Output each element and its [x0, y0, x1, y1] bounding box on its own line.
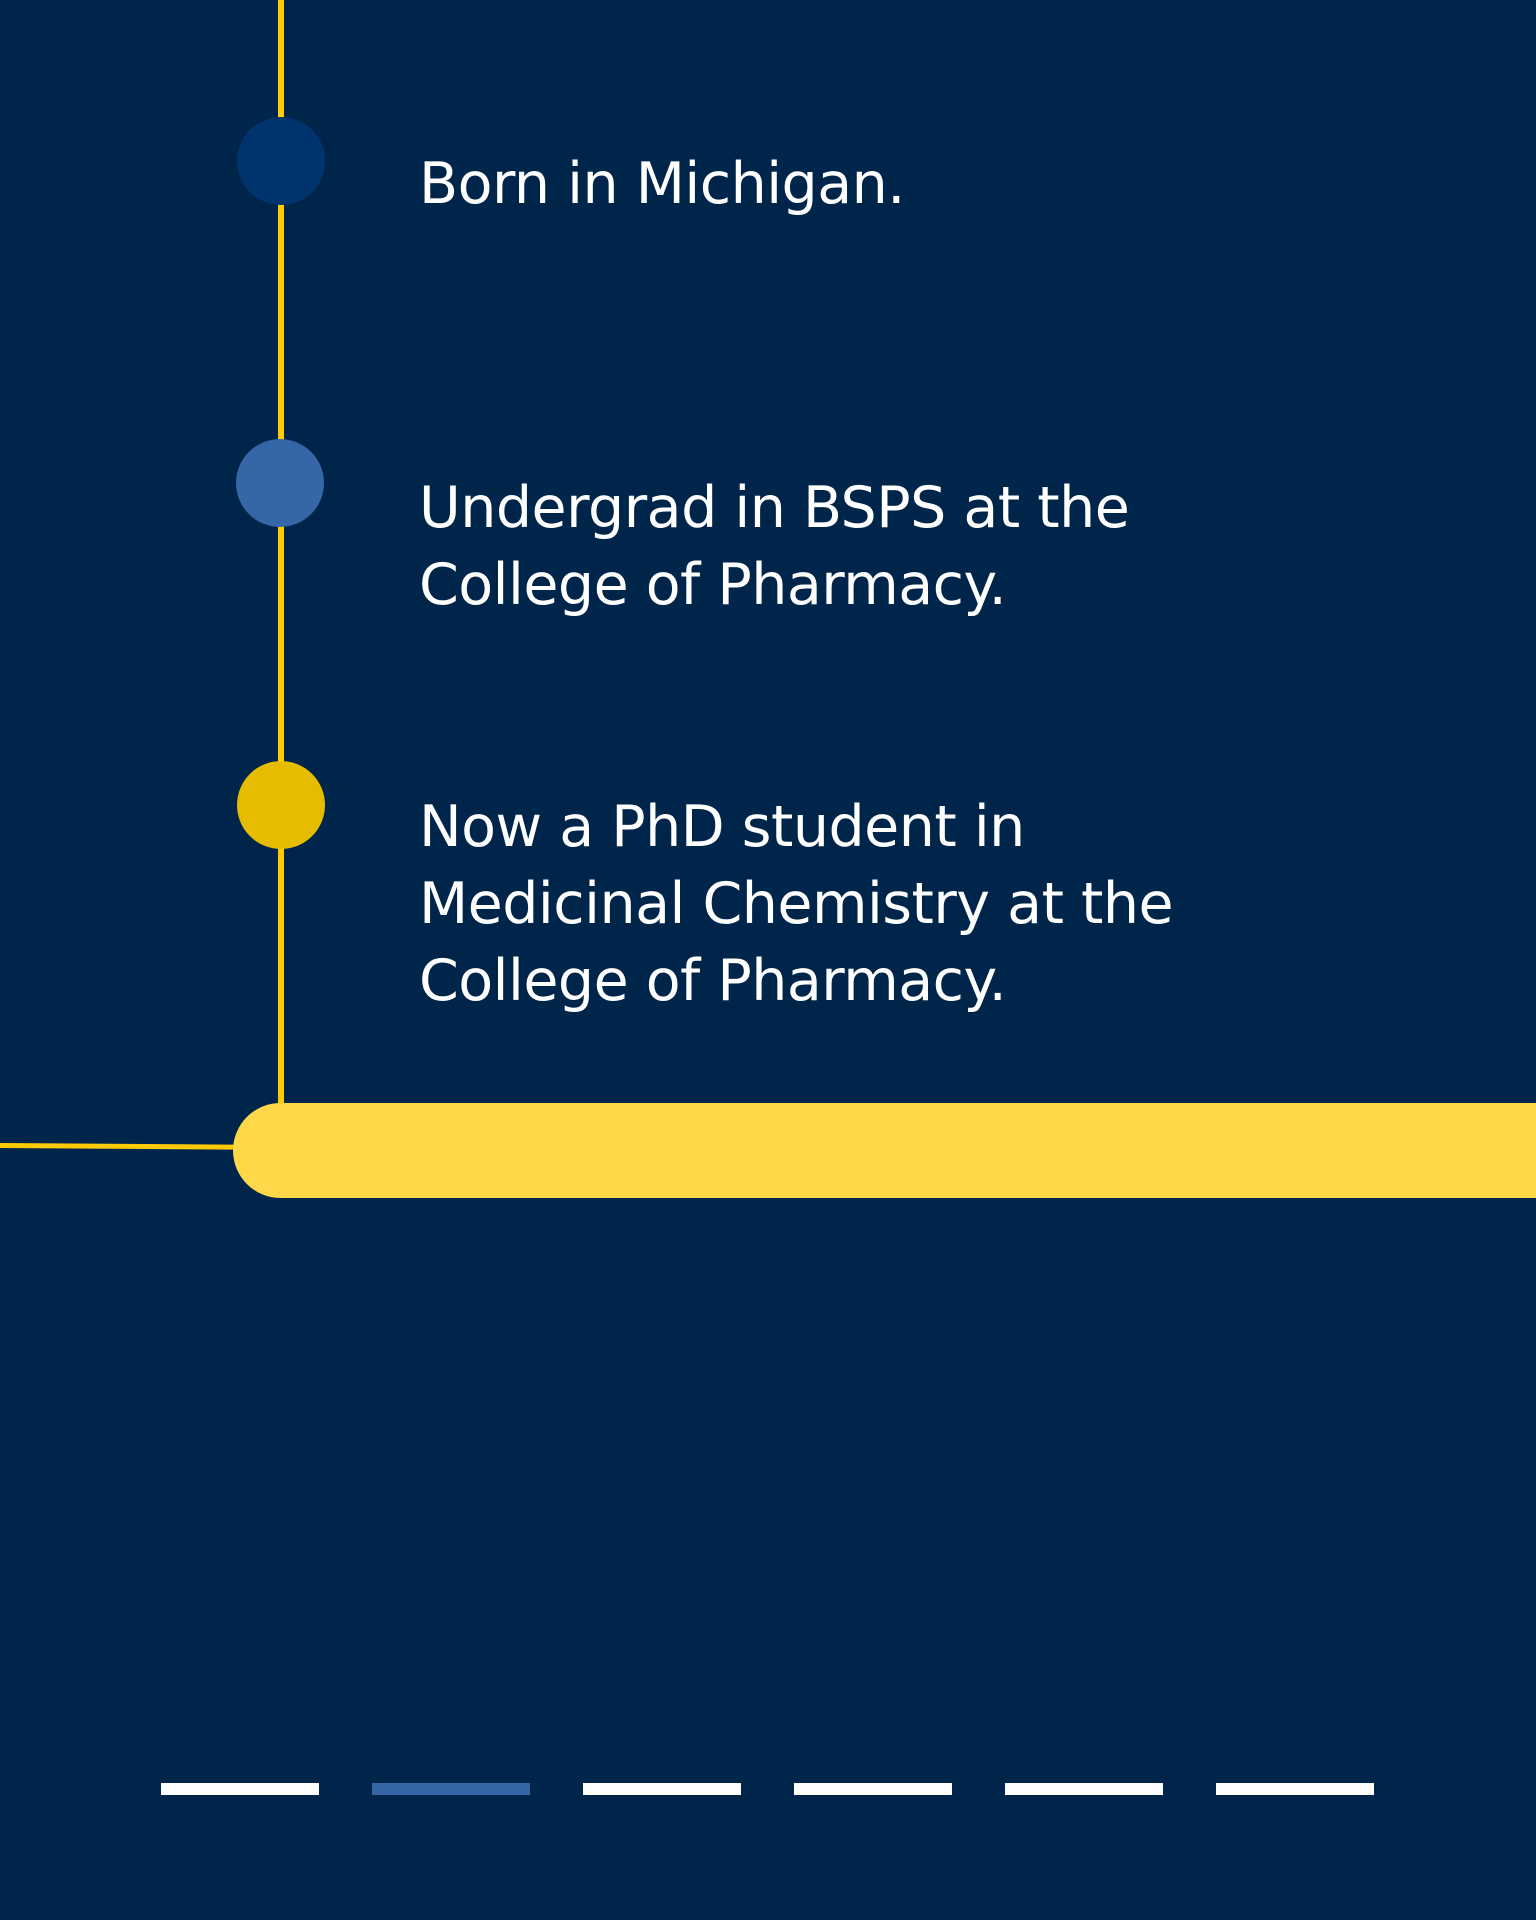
- page-indicator-dash-4[interactable]: [794, 1783, 952, 1795]
- page-indicator-dash-2[interactable]: [372, 1783, 530, 1795]
- page-indicator-dash-6[interactable]: [1216, 1783, 1374, 1795]
- milestone-text-born: Born in Michigan.: [419, 151, 905, 217]
- page-indicator-dash-5[interactable]: [1005, 1783, 1163, 1795]
- timeline-connector-line: [0, 1143, 251, 1150]
- page-indicator-dash-3[interactable]: [583, 1783, 741, 1795]
- milestone-dot-phd: [237, 761, 325, 849]
- page-indicator-dash-1[interactable]: [161, 1783, 319, 1795]
- timeline-progress-track: [233, 1103, 1536, 1198]
- timeline-vertical-line: [278, 0, 284, 1120]
- milestone-dot-born: [237, 117, 325, 205]
- milestone-dot-undergrad: [236, 439, 324, 527]
- page-indicator: [161, 1783, 1376, 1795]
- milestone-text-undergrad: Undergrad in BSPS at the College of Phar…: [419, 475, 1130, 618]
- milestone-text-phd: Now a PhD student in Medicinal Chemistry…: [419, 794, 1174, 1014]
